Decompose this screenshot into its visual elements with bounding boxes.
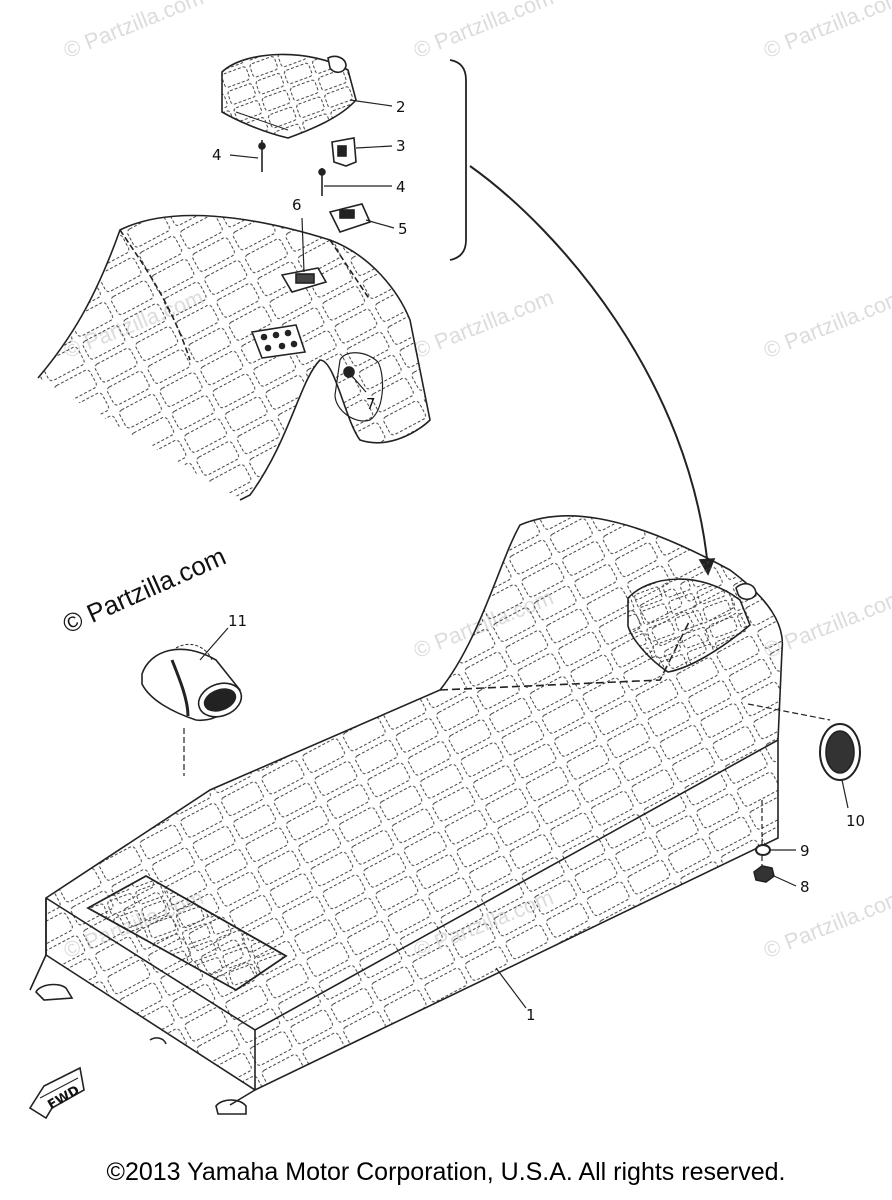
callout-4a: 4 xyxy=(212,146,222,164)
callout-11: 11 xyxy=(228,612,248,630)
callout-5: 5 xyxy=(398,220,408,238)
callout-7: 7 xyxy=(366,395,376,413)
callout-1: 1 xyxy=(526,1006,536,1024)
group-bracket xyxy=(449,59,467,261)
callout-2: 2 xyxy=(396,98,406,116)
callout-6: 6 xyxy=(292,196,302,214)
callout-9: 9 xyxy=(800,842,810,860)
callout-3: 3 xyxy=(396,137,406,155)
part-clamp xyxy=(328,203,372,233)
fwd-arrow-icon xyxy=(28,1066,85,1120)
part-backrest-pad xyxy=(221,53,357,139)
seat-main xyxy=(29,515,831,1115)
seat-detail-upper xyxy=(37,214,431,501)
copyright-notice: ©2013 Yamaha Motor Corporation, U.S.A. A… xyxy=(106,1158,786,1186)
callout-leaders xyxy=(199,99,849,1009)
callout-8: 8 xyxy=(800,878,810,896)
part-emblem xyxy=(819,723,861,781)
callout-10: 10 xyxy=(846,812,866,830)
part-screws xyxy=(258,140,326,196)
part-bracket xyxy=(331,137,357,167)
callout-4b: 4 xyxy=(396,178,406,196)
part-tool-bag xyxy=(141,644,243,776)
